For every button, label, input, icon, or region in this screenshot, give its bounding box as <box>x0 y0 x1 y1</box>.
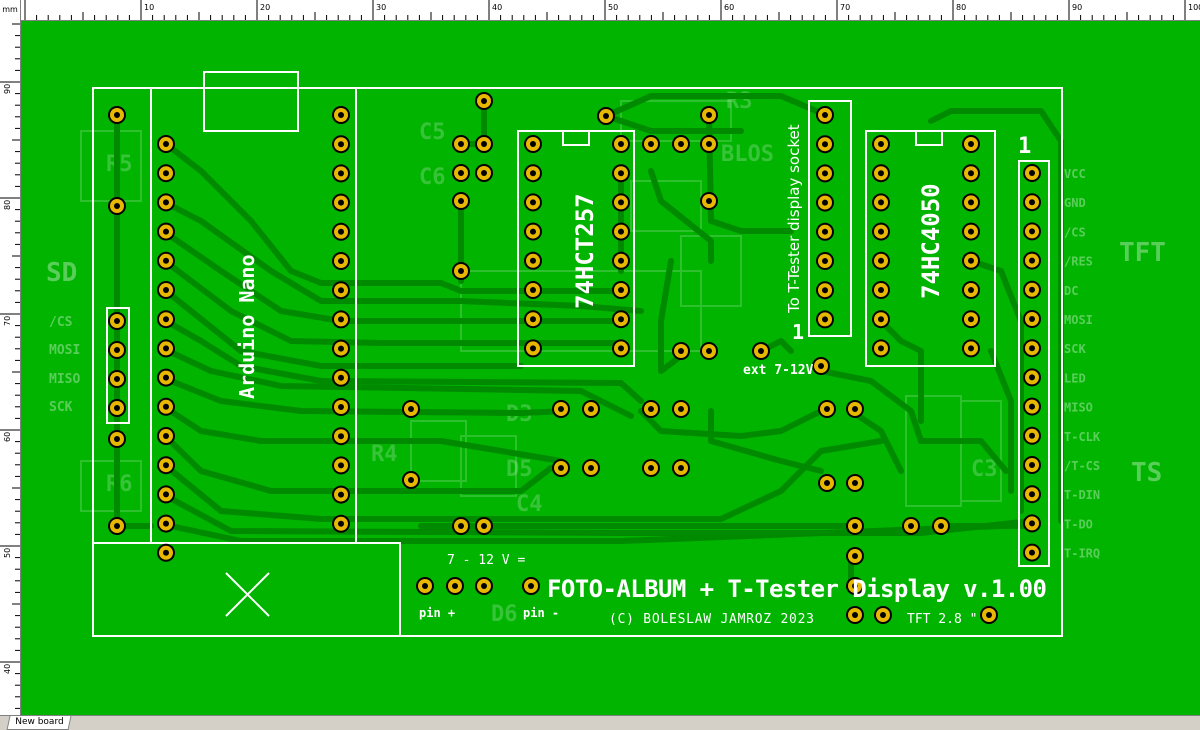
tft-pin-label: T-CLK <box>1064 430 1101 444</box>
ref-r4: R4 <box>371 442 398 467</box>
ruler-label: 100 <box>1188 3 1200 12</box>
ref-c3: C3 <box>971 457 998 482</box>
sd-pin-label: MISO <box>49 372 80 387</box>
ruler-label: 70 <box>840 3 850 12</box>
power-input-label: 7 - 12 V = <box>447 553 525 568</box>
ruler-label: 80 <box>956 3 966 12</box>
arduino-label: Arduino Nano <box>235 255 259 400</box>
usb-connector-outline <box>203 71 299 132</box>
tft-pin-label: T-DIN <box>1064 488 1100 502</box>
board-outline <box>92 87 1063 637</box>
horizontal-ruler-ticks: 10 20 30 40 50 60 70 80 90 100 <box>24 0 1200 20</box>
ref-d5: D5 <box>506 457 533 482</box>
copyright-label: (C) BOLESLAW JAMROZ 2023 <box>609 612 814 627</box>
socket-label: To T-Tester display socket <box>785 124 803 314</box>
ruler-label: 50 <box>3 548 12 558</box>
ruler-label: 10 <box>144 3 154 12</box>
ruler-label: 50 <box>608 3 618 12</box>
tft-header-outline <box>1018 160 1050 567</box>
pcb-layout[interactable]: C5 C6 R3 BLOS R5 R6 R4 D3 D5 C4 D6 C3 <box>21 21 1200 715</box>
ref-r3: R3 <box>726 89 753 114</box>
ruler-label: 90 <box>3 84 12 94</box>
ruler-label: 30 <box>376 3 386 12</box>
sheet-tab-bar: New board <box>0 715 1200 730</box>
battery-area <box>92 542 401 637</box>
tft-pin1-label: 1 <box>1018 134 1031 159</box>
ts-side-label: TS <box>1131 458 1162 488</box>
socket-outline <box>808 100 852 337</box>
ref-c5: C5 <box>419 120 446 145</box>
pads-layer <box>108 92 1041 624</box>
silkscreen-text: Arduino Nano 74HCT257 74HC4050 To T-Test… <box>235 124 1047 627</box>
ruler-label: 40 <box>3 664 12 674</box>
pin-plus-label: pin + <box>419 606 455 620</box>
tab-new-board[interactable]: New board <box>6 716 72 730</box>
tft-pin-label: GND <box>1064 196 1086 210</box>
ref-blos: BLOS <box>721 142 774 167</box>
tft-pin-label: LED <box>1064 371 1086 385</box>
ruler-label: 60 <box>724 3 734 12</box>
tft-pin-label: DC <box>1064 284 1078 298</box>
ref-c6: C6 <box>419 165 446 190</box>
vertical-ruler: 90 80 70 60 50 40 <box>0 0 21 715</box>
side-labels: TFT TS SD /CS MOSI MISO SCK VCC GND/CS/RE… <box>46 167 1166 561</box>
tft-side-label: TFT <box>1119 238 1166 268</box>
vertical-ruler-ticks: 90 80 70 60 50 40 <box>0 23 20 709</box>
ruler-label: 60 <box>3 432 12 442</box>
tft-pin-label: VCC <box>1064 167 1086 181</box>
ruler-label: 80 <box>3 200 12 210</box>
sd-header-outline <box>106 307 130 424</box>
tft-size-label: TFT 2.8 " <box>907 612 977 627</box>
sd-side-label: SD <box>46 258 77 288</box>
sd-pin-label: MOSI <box>49 343 80 358</box>
tft-pin-label: MOSI <box>1064 313 1093 327</box>
bottom-silk-layer <box>80 100 1002 512</box>
ref-c4: C4 <box>516 492 543 517</box>
tft-pin-label: T-IRQ <box>1064 547 1100 561</box>
ic2-label: 74HC4050 <box>917 183 945 299</box>
ruler-label: 40 <box>492 3 502 12</box>
ruler-label: 70 <box>3 316 12 326</box>
ruler-label: 20 <box>260 3 270 12</box>
ref-d6: D6 <box>491 602 518 627</box>
tft-pin-label: /RES <box>1064 255 1093 269</box>
tft-pin-label: SCK <box>1064 342 1086 356</box>
tft-pin-label: T-DO <box>1064 517 1093 531</box>
pin-minus-label: pin - <box>523 606 559 620</box>
horizontal-ruler: 10 20 30 40 50 60 70 80 90 100 <box>0 0 1200 21</box>
ruler-unit: mm <box>0 0 20 20</box>
ic1-label: 74HCT257 <box>571 193 599 309</box>
pcb-canvas[interactable]: C5 C6 R3 BLOS R5 R6 R4 D3 D5 C4 D6 C3 <box>21 21 1200 715</box>
board-title: FOTO-ALBUM + T-Tester Display v.1.00 <box>547 575 1047 603</box>
silkscreen <box>92 71 1063 637</box>
ext-power-label: ext 7-12V <box>743 363 814 378</box>
sd-pin-label: /CS <box>49 315 73 330</box>
tft-pin-label: /CS <box>1064 225 1086 239</box>
socket-pin1-label: 1 <box>792 320 804 344</box>
tft-pin-label: MISO <box>1064 401 1093 415</box>
tft-pin-label: /T-CS <box>1064 459 1100 473</box>
ruler-label: 90 <box>1072 3 1082 12</box>
sd-pin-label: SCK <box>49 400 73 415</box>
